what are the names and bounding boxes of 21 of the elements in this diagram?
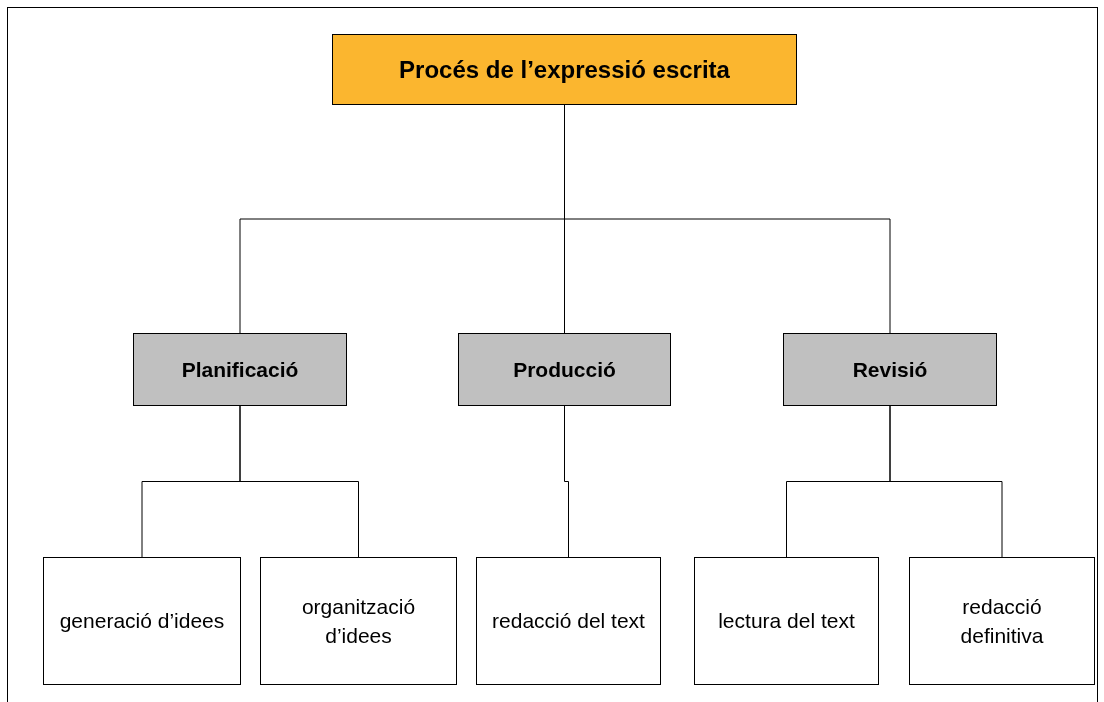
step-box: [476, 557, 661, 685]
node-label: organització d’idees: [300, 593, 417, 649]
step-box: [260, 557, 457, 685]
node-label: Revisió: [852, 356, 928, 383]
step-box: [694, 557, 879, 685]
node-label: redacció definitiva: [959, 593, 1045, 649]
stage-box: [133, 333, 347, 406]
node-label: lectura del text: [718, 608, 855, 635]
connector-line: [889, 405, 1003, 558]
stage-box: [458, 333, 671, 406]
step-box: [909, 557, 1095, 685]
connector-line: [564, 405, 569, 558]
node-label: Procés de l’expressió escrita: [399, 54, 730, 85]
node-label: Producció: [513, 356, 616, 383]
title-box: [332, 34, 797, 105]
node-label: Planificació: [181, 356, 299, 383]
node-label: redacció del text: [492, 608, 645, 635]
stage-box: [783, 333, 997, 406]
node-label: generació d’idees: [59, 608, 225, 635]
step-box: [43, 557, 241, 685]
connector-line: [239, 405, 359, 558]
